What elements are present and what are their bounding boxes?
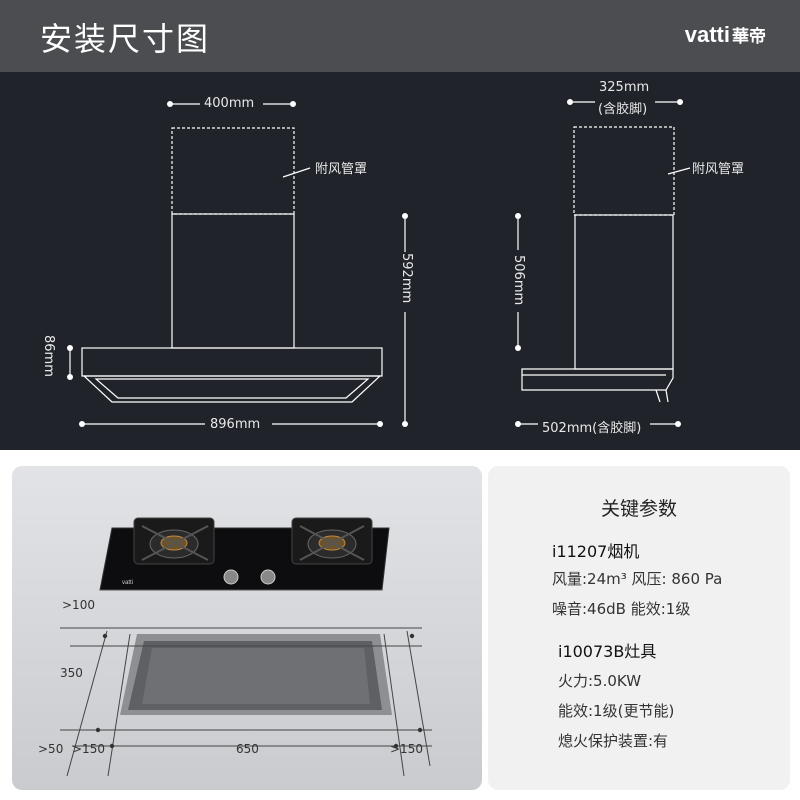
svg-text:vatti: vatti [122, 580, 133, 586]
front-chimney [171, 213, 295, 349]
side-depth-label: 502mm(含胶脚) [542, 421, 642, 436]
side-chimney [574, 214, 674, 370]
side-duct-cover [573, 126, 675, 216]
stove-cutout-drawing: vatti [60, 517, 432, 777]
front-panel-height-label: 86mm [41, 335, 56, 377]
front-hood-base [82, 375, 382, 403]
stove-param-1: 火力:5.0KW [558, 672, 642, 690]
side-height-label: 506mm [511, 255, 526, 306]
side-duct-label: 附风管罩 [692, 162, 745, 177]
front-width-label: 896mm [210, 417, 261, 432]
right-burner [291, 517, 373, 565]
right-knob [260, 569, 276, 585]
side-top-depth-note: (含胶脚) [598, 102, 648, 117]
params-title: 关键参数 [600, 498, 677, 520]
front-duct-cover [171, 127, 295, 215]
cutout-depth: 350 [60, 666, 83, 680]
lower-section: vatti >100 350 >50 [0, 450, 800, 800]
hood-param-1: 风量:24m³ 风压: 860 Pa [552, 570, 723, 588]
brand-latin: vatti [684, 22, 730, 47]
front-height-label: 592mm [399, 253, 414, 304]
key-params-panel: 关键参数 i11207烟机 风量:24m³ 风压: 860 Pa 噪音:46dB… [488, 466, 790, 790]
stove-param-3: 熄火保护装置:有 [558, 732, 669, 750]
cutout-side-right: >150 [390, 742, 423, 756]
stove-model: i10073B灶具 [558, 642, 657, 661]
brand-cn: 華帝 [732, 27, 766, 47]
front-top-width-label: 400mm [204, 96, 255, 111]
front-panel [81, 347, 383, 377]
hood-drawing [67, 99, 691, 427]
cutout-front-clear: >100 [62, 598, 95, 612]
left-burner [133, 517, 215, 565]
hood-model: i11207烟机 [552, 542, 640, 561]
side-hood-base [521, 368, 674, 391]
cutout-back-clear: >50 [38, 742, 64, 756]
cutout-width: 650 [236, 742, 259, 756]
hood-param-2: 噪音:46dB 能效:1级 [552, 600, 691, 618]
cutout-side-left: >150 [72, 742, 105, 756]
hood-dimension-diagram: 400mm 附风管罩 592mm 86mm 896mm 325mm (含胶脚) … [0, 72, 800, 450]
side-top-depth-label: 325mm [599, 80, 650, 95]
left-knob [223, 569, 239, 585]
page-title: 安装尺寸图 [40, 20, 211, 58]
front-hood-inner [94, 378, 370, 399]
front-duct-label: 附风管罩 [315, 162, 368, 177]
stove-param-2: 能效:1级(更节能) [558, 702, 675, 720]
stove-cutout-panel: vatti >100 350 >50 [12, 466, 482, 790]
